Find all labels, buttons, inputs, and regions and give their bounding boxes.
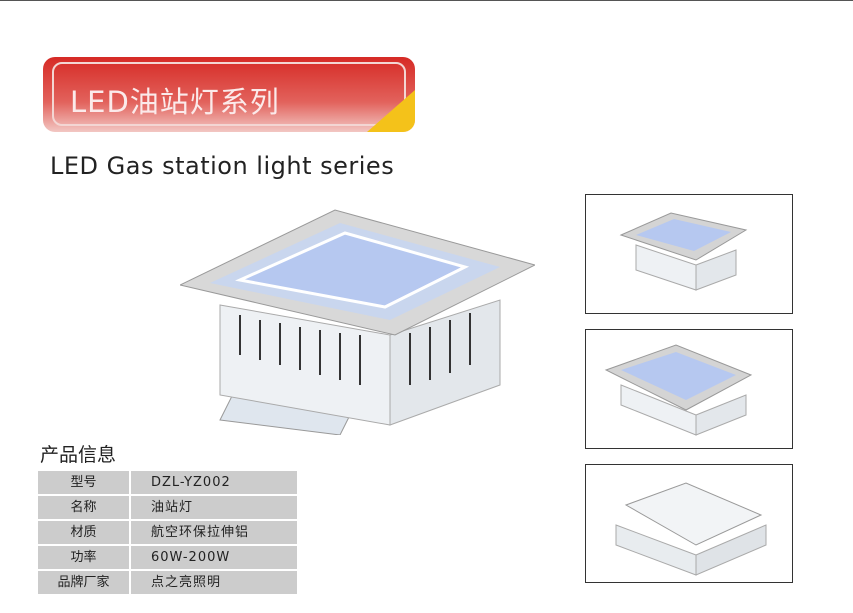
banner-corner-accent — [367, 90, 415, 132]
top-border — [0, 0, 853, 1]
product-info-table: 型号 DZL-YZ002 名称 油站灯 材质 航空环保拉伸铝 功率 60W-200W 品… — [38, 471, 297, 596]
product-info-heading: 产品信息 — [40, 444, 117, 466]
row-label: 名称 — [38, 496, 131, 519]
product-thumbnail-1[interactable] — [585, 194, 793, 314]
row-value: 点之亮照明 — [151, 575, 222, 590]
row-value: DZL-YZ002 — [151, 475, 231, 490]
row-label: 功率 — [38, 546, 131, 569]
thumbnail-image-2 — [604, 344, 753, 436]
table-row: 名称 油站灯 — [38, 496, 297, 521]
banner-title: LED油站灯系列 — [70, 85, 280, 119]
thumbnail-image-3 — [615, 482, 767, 576]
series-banner: LED油站灯系列 — [43, 57, 415, 132]
table-row: 型号 DZL-YZ002 — [38, 471, 297, 496]
series-subtitle: LED Gas station light series — [50, 152, 395, 180]
table-row: 功率 60W-200W — [38, 546, 297, 571]
main-product-image — [180, 209, 535, 435]
table-row: 品牌厂家 点之亮照明 — [38, 571, 297, 596]
product-thumbnail-3[interactable] — [585, 464, 793, 583]
product-thumbnail-2[interactable] — [585, 329, 793, 449]
row-label: 品牌厂家 — [38, 571, 131, 594]
row-value: 60W-200W — [151, 550, 231, 565]
table-row: 材质 航空环保拉伸铝 — [38, 521, 297, 546]
row-label: 材质 — [38, 521, 131, 544]
row-value: 油站灯 — [151, 500, 194, 515]
row-value: 航空环保拉伸铝 — [151, 525, 250, 540]
thumbnail-image-1 — [619, 212, 748, 291]
row-label: 型号 — [38, 471, 131, 494]
